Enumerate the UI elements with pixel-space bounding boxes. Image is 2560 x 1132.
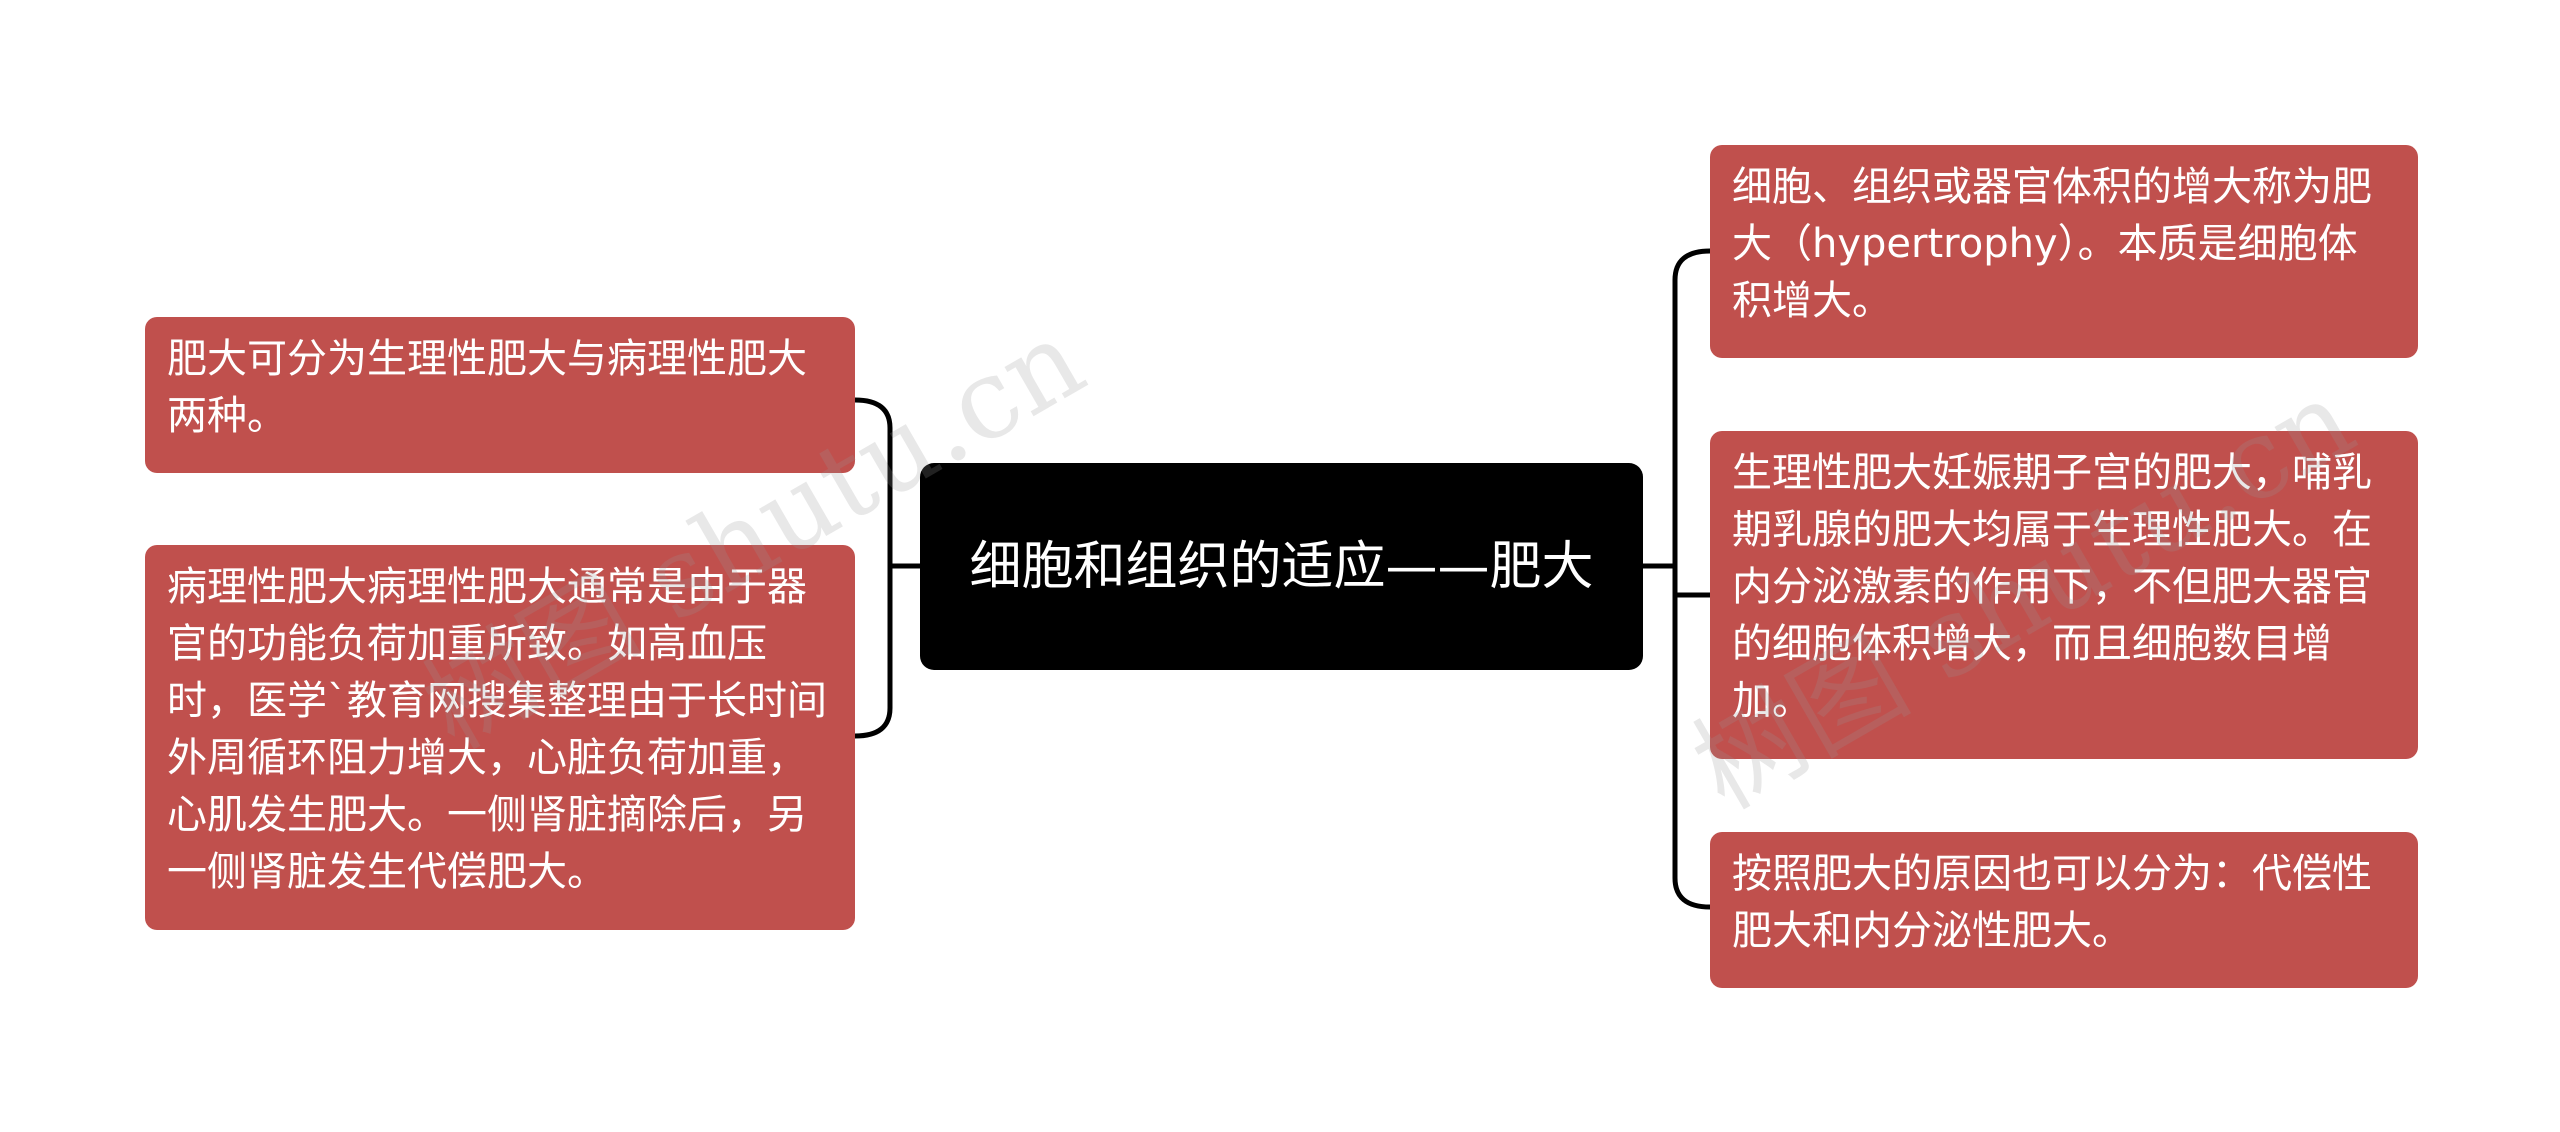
central-topic-label: 细胞和组织的适应——肥大	[969, 536, 1594, 597]
right-node-2-label: 生理性肥大妊娠期子宫的肥大，哺乳期乳腺的肥大均属于生理性肥大。在内分泌激素的作用…	[1732, 450, 2372, 724]
right-node-1[interactable]: 细胞、组织或器官体积的增大称为肥大（hypertrophy）。本质是细胞体积增大…	[1710, 145, 2418, 358]
central-topic[interactable]: 细胞和组织的适应——肥大	[920, 463, 1643, 670]
right-node-2[interactable]: 生理性肥大妊娠期子宫的肥大，哺乳期乳腺的肥大均属于生理性肥大。在内分泌激素的作用…	[1710, 431, 2418, 759]
connector-left	[854, 397, 920, 739]
connector-right	[1643, 248, 1711, 910]
left-node-1[interactable]: 肥大可分为生理性肥大与病理性肥大两种。	[145, 317, 855, 473]
left-node-1-label: 肥大可分为生理性肥大与病理性肥大两种。	[167, 336, 807, 439]
left-node-2[interactable]: 病理性肥大病理性肥大通常是由于器官的功能负荷加重所致。如高血压时，医学`教育网搜…	[145, 545, 855, 930]
left-node-2-label: 病理性肥大病理性肥大通常是由于器官的功能负荷加重所致。如高血压时，医学`教育网搜…	[167, 564, 827, 895]
right-node-3-label: 按照肥大的原因也可以分为：代偿性肥大和内分泌性肥大。	[1732, 851, 2372, 954]
right-node-3[interactable]: 按照肥大的原因也可以分为：代偿性肥大和内分泌性肥大。	[1710, 832, 2418, 988]
right-node-1-label: 细胞、组织或器官体积的增大称为肥大（hypertrophy）。本质是细胞体积增大…	[1732, 164, 2372, 324]
